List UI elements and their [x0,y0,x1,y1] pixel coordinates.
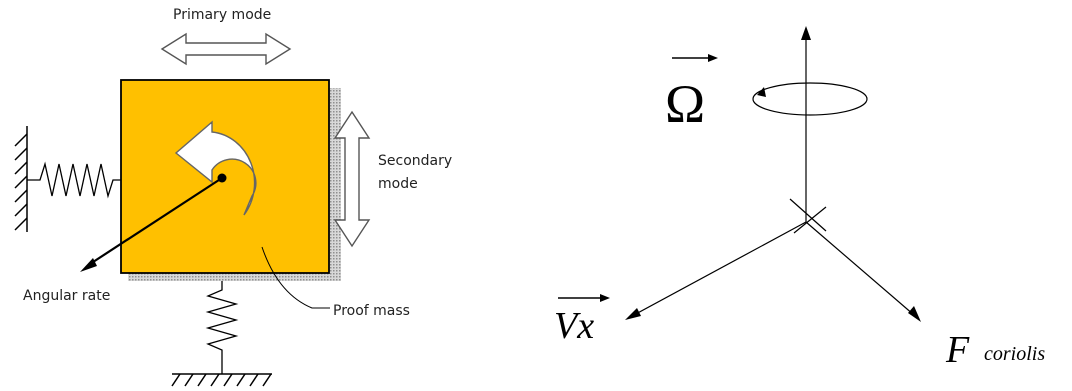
proof-mass-label: Proof mass [333,303,410,319]
vx-vector-arrowhead [600,294,610,302]
velocity-axis-arrowhead [625,308,641,320]
ground [171,373,272,387]
axis-pivot [217,173,227,183]
angular-rate-label: Angular rate [23,288,110,304]
proof-mass-shadow [329,88,341,280]
primary-mode-arrow [160,32,292,66]
velocity-label: Vx [554,305,594,347]
proof-mass-leader [261,246,330,309]
omega-symbol: Ω [665,74,705,134]
rotation-arrow [174,120,257,216]
origin-tick-2 [793,206,827,234]
coriolis-axes: Ω Vx F coriolis [554,26,1045,371]
secondary-mode-arrow [333,110,371,248]
rotation-ellipse [752,82,868,116]
secondary-mode-label-line2: mode [378,176,418,192]
force-axis [805,221,915,316]
rotation-ellipse-arrowhead [757,87,766,97]
force-axis-arrowhead [908,306,921,322]
proof-mass-shadow-bottom [128,273,341,281]
secondary-mode-label-line1: Secondary [378,153,452,169]
left-wall [14,126,28,232]
velocity-axis [633,221,807,316]
gyroscope-model: Primary mode Secondary mode Angular rate… [14,7,452,387]
angular-rate-axis [89,177,223,265]
force-subscript: coriolis [984,343,1045,365]
omega-vector-arrowhead [708,54,718,62]
vertical-spring [205,275,239,374]
force-label: F [945,329,970,371]
rotation-axis-arrowhead [801,26,811,40]
angular-rate-arrowhead [80,258,97,272]
origin-tick [789,198,827,232]
horizontal-spring [27,161,121,199]
primary-mode-label: Primary mode [173,7,271,23]
